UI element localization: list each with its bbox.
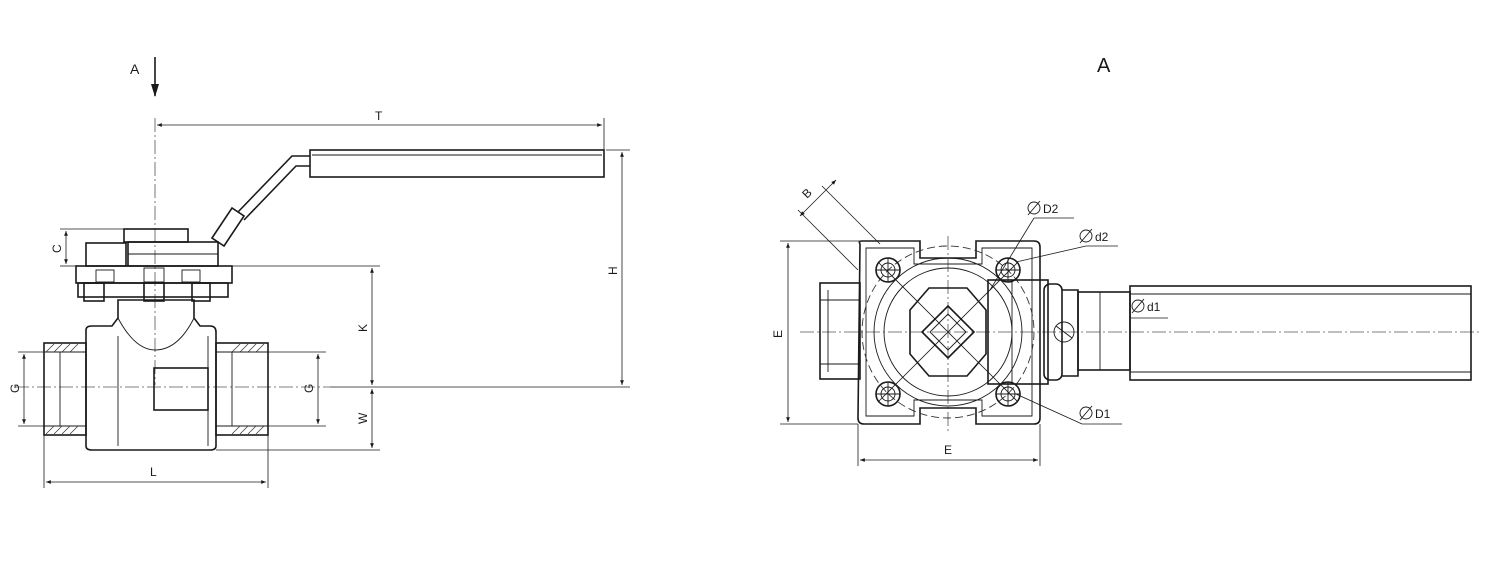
dimension-L: L (43, 435, 269, 488)
bolt-holes (875, 257, 1021, 407)
dim-label-W: W (356, 412, 370, 424)
dim-label-C: C (50, 244, 64, 253)
handle-clamp (987, 279, 1131, 385)
dim-label-L: L (150, 465, 157, 479)
dim-label-T: T (375, 109, 383, 123)
dimension-G-right: G (268, 351, 326, 427)
dimension-T: T (156, 109, 605, 150)
dimension-E-vertical: E (771, 240, 860, 425)
view-arrow-label: A (130, 61, 140, 77)
leader-D2: D2 (989, 200, 1074, 291)
dim-label-H: H (606, 266, 620, 275)
dimension-B: B (797, 179, 881, 271)
dimension-E-horizontal: E (857, 424, 1041, 466)
dim-label-E-vertical: E (771, 330, 785, 338)
dimension-H: H (330, 149, 630, 388)
dimension-G-left: G (8, 351, 44, 427)
view-a-title: A (1097, 55, 1111, 77)
dim-label-E-horizontal: E (944, 443, 952, 457)
stem-hex-nut (909, 287, 987, 377)
leader-d2: d2 (1015, 228, 1118, 263)
valve-body (85, 299, 217, 451)
lever-handle (210, 149, 605, 248)
body-left-end (819, 282, 861, 380)
leader-D1: D1 (1015, 393, 1122, 425)
dimension-K: K (232, 265, 380, 385)
dim-label-D1: D1 (1095, 407, 1111, 421)
dim-label-d1: d1 (1147, 300, 1161, 314)
dim-label-d2: d2 (1095, 230, 1109, 244)
view-direction-arrow: A (130, 57, 159, 97)
top-lever-handle (1129, 285, 1472, 381)
dimension-C: C (50, 228, 124, 267)
dim-label-G-right: G (302, 384, 316, 393)
right-threaded-end (215, 342, 269, 436)
stem-assembly (75, 228, 233, 302)
dimension-W: W (216, 389, 380, 451)
side-view: A (8, 57, 630, 488)
dim-label-K: K (356, 324, 370, 332)
dim-label-D2: D2 (1043, 202, 1059, 216)
left-threaded-end (43, 342, 87, 436)
leader-d1: d1 (1130, 298, 1168, 319)
dim-label-G-left: G (8, 384, 22, 393)
dim-label-B: B (799, 186, 815, 202)
top-view-a: A (771, 55, 1480, 466)
